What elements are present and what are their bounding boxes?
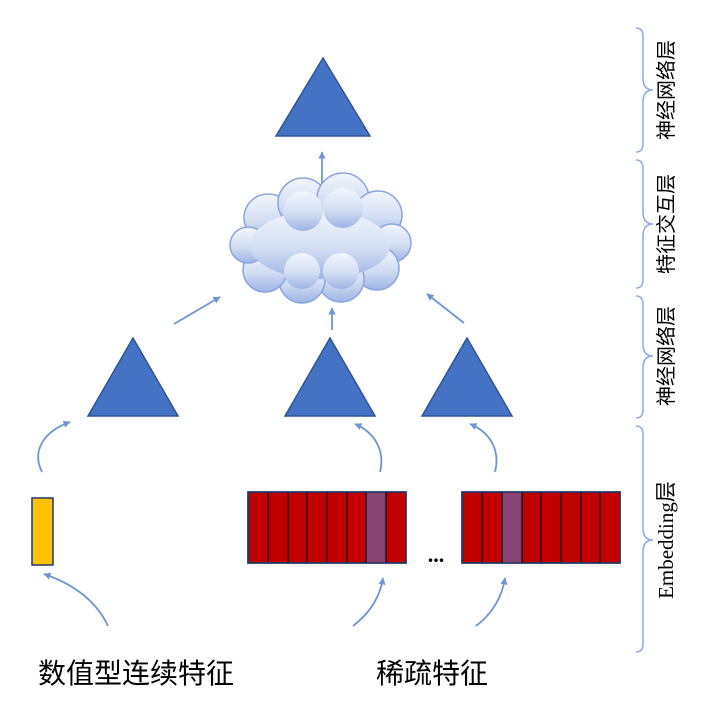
sparse-network-triangle-2	[420, 336, 514, 417]
top-network-triangle	[274, 56, 372, 137]
arrow-icon	[475, 577, 508, 627]
arrow-icon	[37, 420, 71, 473]
brace-icon	[635, 425, 654, 653]
brace-icon	[635, 295, 654, 419]
arrow-icon	[43, 572, 109, 627]
brace-icon	[635, 27, 654, 153]
layer-label-embedding: Embedding层	[654, 481, 678, 599]
sparse-embedding-vector-1	[247, 491, 407, 564]
arrow-icon	[426, 293, 465, 324]
arrow-icon	[469, 423, 498, 473]
sparse-network-triangle-1	[283, 336, 377, 417]
arrow-icon	[173, 296, 221, 325]
numeric-network-triangle	[86, 336, 180, 417]
brace-icon	[635, 159, 654, 289]
sparse-embedding-vector-2	[461, 491, 621, 564]
arrow-icon	[354, 423, 383, 473]
numeric-feature-label: 数值型连续特征	[38, 657, 235, 690]
cloud-shape	[229, 172, 412, 304]
ellipsis-text: ...	[428, 542, 445, 567]
sparse-feature-label: 稀疏特征	[376, 657, 489, 690]
numeric-feature-cell	[31, 497, 54, 566]
arrow-icon	[352, 577, 386, 627]
